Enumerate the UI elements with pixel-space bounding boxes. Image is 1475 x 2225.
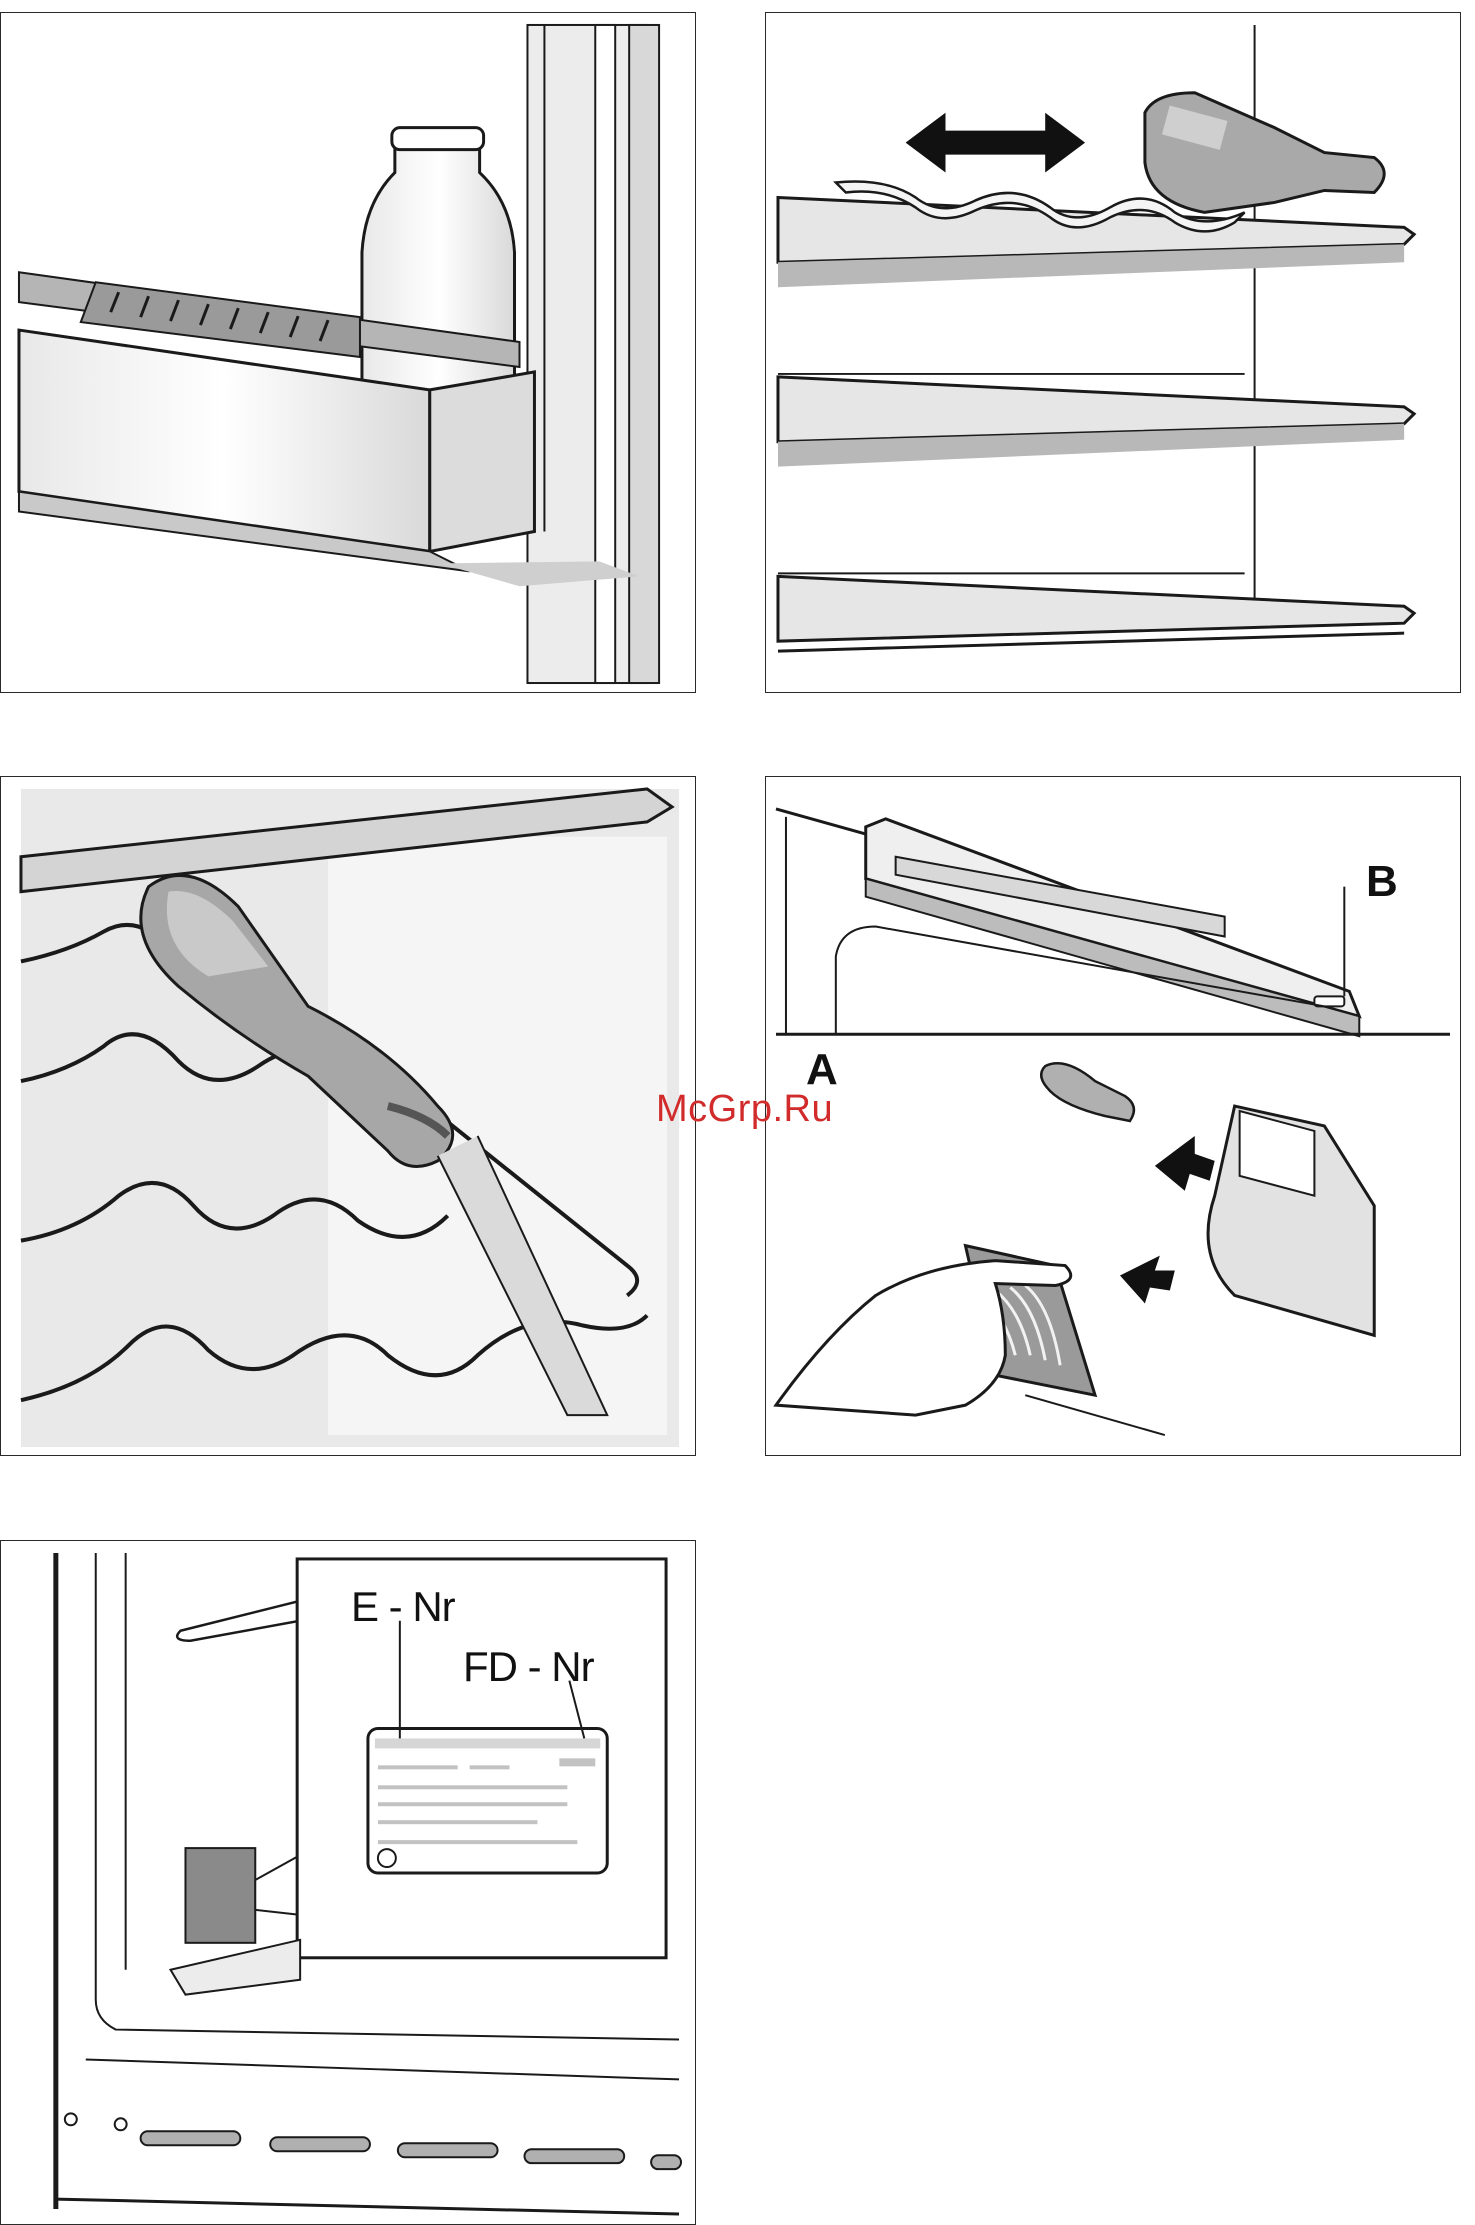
door-shelf-illustration	[0, 12, 696, 693]
label-fd-nr: FD - Nr	[463, 1643, 594, 1691]
label-b: B	[1366, 857, 1398, 907]
glass-shelves-drawing	[766, 13, 1460, 692]
door-shelf-drawing	[1, 13, 695, 692]
control-panel-filter-drawing	[766, 777, 1460, 1455]
wine-rack-drawing	[1, 777, 695, 1455]
glass-shelves-illustration	[765, 12, 1461, 693]
label-e-nr: E - Nr	[351, 1583, 455, 1631]
watermark-text: McGrp.Ru	[656, 1088, 833, 1131]
rating-plate-illustration: E - Nr FD - Nr	[0, 1540, 696, 2225]
control-panel-filter-illustration: B A	[765, 776, 1461, 1456]
wine-rack-illustration	[0, 776, 696, 1456]
